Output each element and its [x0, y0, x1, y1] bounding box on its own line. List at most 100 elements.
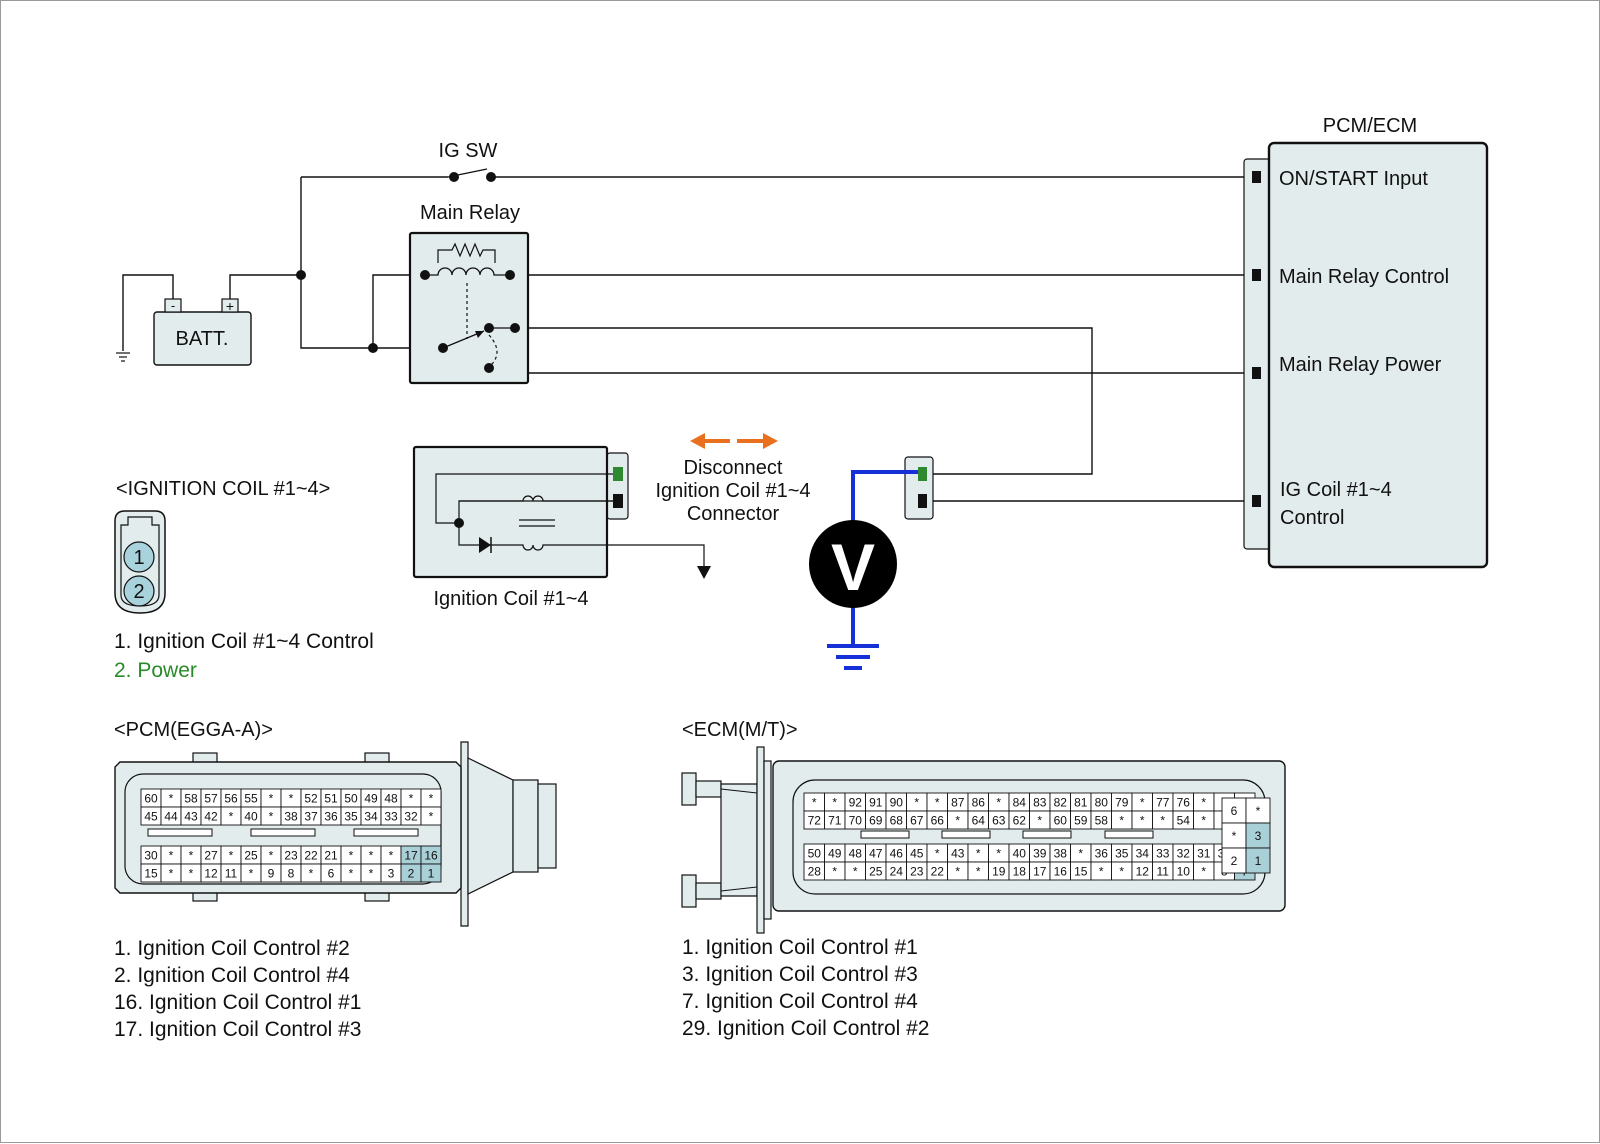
- pcm-pin-label: 1: [428, 867, 435, 881]
- ecm-pin: 31: [1193, 843, 1215, 863]
- ecm-pin: 25: [865, 861, 887, 881]
- ecm-pin-label: 66: [931, 814, 945, 828]
- ecm-pin: 72: [803, 810, 825, 830]
- ignition-coil-connector: <IGNITION COIL #1~4> 1 2 1. Ignition Coi…: [114, 478, 374, 682]
- ecm-pin-label: 50: [808, 847, 822, 861]
- ecm-pin: *: [824, 861, 846, 881]
- ecm-pin-label: *: [996, 796, 1001, 810]
- ecm-pin-label: *: [935, 847, 940, 861]
- ecm-pin-label: 62: [1013, 814, 1027, 828]
- junctions: [296, 172, 496, 353]
- pcm-pin-label: *: [269, 849, 274, 863]
- wire-relay-coil-feed: [372, 274, 425, 348]
- pcm-pin-label: 40: [244, 810, 258, 824]
- ecm-pin: 84: [1008, 792, 1030, 812]
- ignition-coil: Ignition Coil #1~4: [412, 445, 711, 610]
- ecm-pin-label: *: [1099, 865, 1104, 879]
- ecm-pin-label: 15: [1074, 865, 1088, 879]
- ecm-pin-label: 24: [890, 865, 904, 879]
- ecm-pin: 69: [865, 810, 887, 830]
- pin-main-relay-power: Main Relay Power: [1279, 354, 1442, 376]
- pcm-pin: 36: [320, 806, 342, 826]
- ecm-pin-label: 36: [1095, 847, 1109, 861]
- ecm-pin: *: [1152, 810, 1174, 830]
- coil-pin-2: 2: [133, 581, 144, 603]
- pcm-pin-label: 50: [344, 792, 358, 806]
- pcm-pin-label: *: [229, 849, 234, 863]
- pcm-pin: 45: [140, 806, 162, 826]
- ecm-pin: 49: [824, 843, 846, 863]
- pcm-pin-label: 45: [144, 810, 158, 824]
- ecm-pin-label: 49: [828, 847, 842, 861]
- ecm-pin: 60: [1049, 810, 1071, 830]
- pcm-ecm-module: PCM/ECM ON/START Input Main Relay Contro…: [1243, 115, 1489, 569]
- ecm-small-pin-label: 1: [1255, 854, 1262, 868]
- pcm-pin: 17: [400, 845, 422, 865]
- ecm-pin: 34: [1131, 843, 1153, 863]
- wire-batt-plus: [229, 274, 301, 301]
- ecm-pin: 33: [1152, 843, 1174, 863]
- pcm-pin-label: 12: [204, 867, 218, 881]
- pcm-legend-1: 1. Ignition Coil Control #2: [114, 937, 350, 960]
- ecm-pin-label: 59: [1074, 814, 1088, 828]
- ecm-pin: *: [967, 843, 989, 863]
- ecm-pin-label: 19: [992, 865, 1006, 879]
- battery-label: BATT.: [176, 328, 229, 350]
- ecm-pin: 76: [1172, 792, 1194, 812]
- ecm-pin-label: 22: [931, 865, 945, 879]
- ecm-small-pin-label: *: [1232, 829, 1237, 843]
- pcm-pin: 6: [320, 863, 342, 883]
- ecm-pin-label: 48: [849, 847, 863, 861]
- ecm-pin-label: 83: [1033, 796, 1047, 810]
- ecm-pin: 43: [947, 843, 969, 863]
- wire-batt-minus: [122, 274, 174, 351]
- ecm-small-pin-label: 2: [1231, 854, 1238, 868]
- ecm-connector-title: <ECM(M/T)>: [682, 719, 798, 741]
- ecm-pin: *: [1131, 810, 1153, 830]
- ecm-pin-label: 72: [808, 814, 822, 828]
- pcm-pin: 38: [280, 806, 302, 826]
- ecm-pin-label: *: [1119, 814, 1124, 828]
- pcm-pin-label: 2: [408, 867, 415, 881]
- ecm-pin: 15: [1070, 861, 1092, 881]
- pcm-pin-label: 36: [324, 810, 338, 824]
- pcm-pin-label: 15: [144, 867, 158, 881]
- ecm-pin: *: [844, 861, 866, 881]
- ecm-pin: 23: [906, 861, 928, 881]
- pcm-pin: 15: [140, 863, 162, 883]
- pcm-pin: 33: [380, 806, 402, 826]
- pcm-pin-label: *: [429, 792, 434, 806]
- ecm-pin: 45: [906, 843, 928, 863]
- battery-plus-label: +: [226, 298, 234, 314]
- pcm-pin: 57: [200, 788, 222, 808]
- ecm-pin-label: *: [812, 796, 817, 810]
- ecm-pin-label: 10: [1177, 865, 1191, 879]
- pcm-pin: 12: [200, 863, 222, 883]
- wire-relay-output-coil: [515, 327, 1093, 475]
- pcm-pin: 16: [420, 845, 442, 865]
- ecm-pin: 19: [988, 861, 1010, 881]
- ecm-pin-label: 47: [869, 847, 883, 861]
- ecm-pin-label: 76: [1177, 796, 1191, 810]
- pcm-pin: *: [220, 845, 242, 865]
- ecm-pin: 70: [844, 810, 866, 830]
- pcm-pin: *: [160, 845, 182, 865]
- ecm-pin-label: *: [1201, 865, 1206, 879]
- pcm-pin-label: 9: [268, 867, 275, 881]
- pcm-pin: *: [380, 845, 402, 865]
- pcm-pin-label: 44: [164, 810, 178, 824]
- pcm-pin-label: 16: [424, 849, 438, 863]
- ecm-pin: 38: [1049, 843, 1071, 863]
- ecm-pin: 64: [967, 810, 989, 830]
- pcm-ecm-title: PCM/ECM: [1323, 115, 1417, 137]
- ecm-pin-label: *: [1140, 796, 1145, 810]
- pcm-pin-label: *: [349, 849, 354, 863]
- ecm-pin-label: 69: [869, 814, 883, 828]
- ecm-legend-3: 7. Ignition Coil Control #4: [682, 990, 918, 1013]
- ecm-pin-label: *: [976, 865, 981, 879]
- ecm-pin-label: *: [1119, 865, 1124, 879]
- pcm-pin: 35: [340, 806, 362, 826]
- pcm-pin-label: 51: [324, 792, 338, 806]
- relay-resistor-icon: [437, 242, 496, 263]
- ecm-pin-label: 33: [1156, 847, 1170, 861]
